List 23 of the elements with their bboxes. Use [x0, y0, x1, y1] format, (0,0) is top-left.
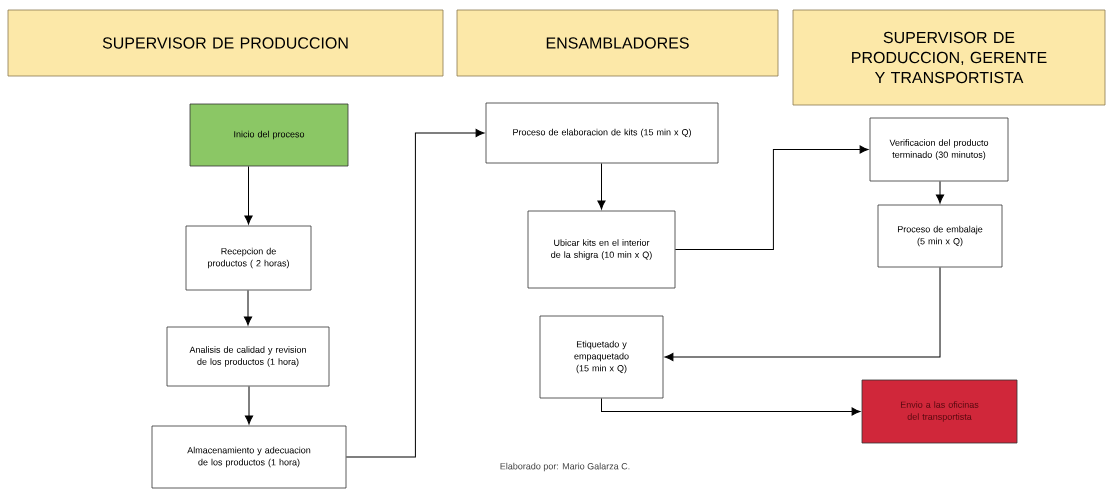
arrow	[244, 385, 254, 425]
lane-header: SUPERVISOR DE PRODUCCION	[7, 9, 444, 77]
arrow	[674, 145, 869, 250]
start-box: Inicio del proceso	[189, 103, 349, 167]
end-box: Envio a las oficinas del transportista	[861, 379, 1018, 444]
process-box: Recepcion de productos ( 2 horas)	[185, 225, 312, 291]
arrow	[935, 180, 945, 204]
arrow	[597, 162, 606, 210]
process-box: Almacenamiento y adecuacion de los productos (1 hora)	[151, 425, 347, 489]
arrow	[244, 165, 253, 225]
arrow	[664, 266, 941, 362]
arrow	[243, 289, 253, 326]
arrow	[345, 128, 485, 458]
process-box: Proceso de embalaje (5 min x Q)	[877, 204, 1003, 268]
process-box: Etiquetado y empaquetado (15 min x Q)	[539, 315, 664, 399]
lane-header: ENSAMBLADORES	[456, 9, 779, 77]
process-box: Ubicar kits en el interior de la shigra (10 min x Q)	[527, 210, 676, 289]
process-box: Analisis de calidad y revision de los productos (1 hora)	[166, 326, 330, 387]
lane-header: SUPERVISOR DE PRODUCCION, GERENTE Y TRANSPORTISTA	[792, 9, 1106, 106]
process-box: Proceso de elaboracion de kits (15 min x Q)	[485, 102, 719, 164]
credit-text: Elaborado por: Mario Galarza C.	[500, 462, 630, 472]
arrow	[601, 397, 861, 416]
process-box: Verificacion del producto terminado (30 minutos)	[869, 117, 1009, 182]
